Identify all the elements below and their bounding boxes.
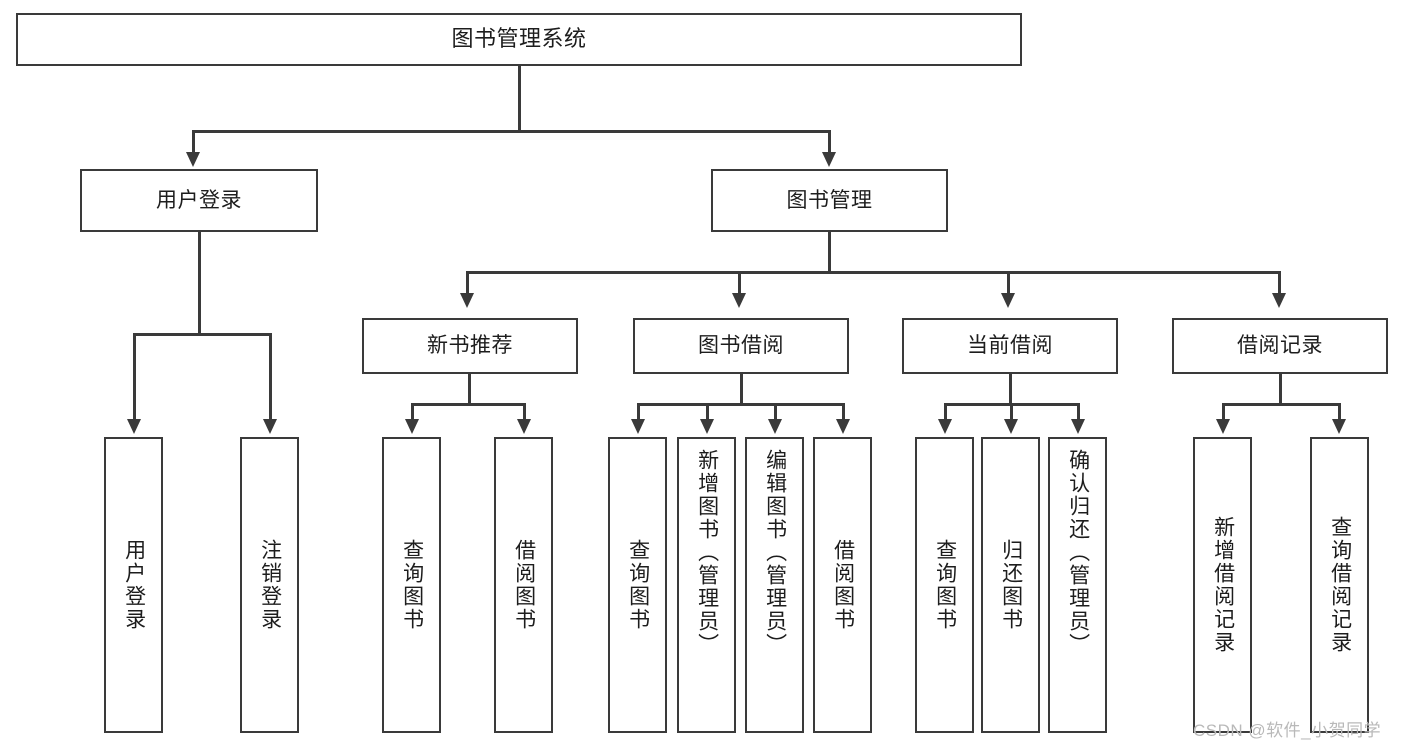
arrowhead-leaf-add-book <box>700 419 714 434</box>
node-leaf-return-book[interactable]: 归还图书 <box>981 437 1040 733</box>
connector-bm-to-book-borrow <box>738 271 741 295</box>
node-current-borrow[interactable]: 当前借阅 <box>902 318 1118 374</box>
node-leaf-edit-book[interactable]: 编辑图书（管理员） <box>745 437 804 733</box>
connector-br-leaf-1 <box>1222 403 1225 421</box>
node-root-system[interactable]: 图书管理系统 <box>16 13 1022 66</box>
node-leaf-borrow-book-1[interactable]: 借阅图书 <box>494 437 553 733</box>
arrowhead-leaf-confirm-return <box>1071 419 1085 434</box>
connector-bm-to-new-book <box>466 271 469 295</box>
arrowhead-user-login <box>186 152 200 167</box>
connector-br-bus <box>1222 403 1340 406</box>
connector-cb-leaf-2 <box>1010 403 1013 421</box>
connector-bb-bus <box>637 403 844 406</box>
node-borrow-record[interactable]: 借阅记录 <box>1172 318 1388 374</box>
connector-nbr-leaf-1 <box>411 403 414 421</box>
connector-user-login-bus <box>133 333 271 336</box>
connector-nbr-bus <box>411 403 525 406</box>
connector-user-login-leaf-2 <box>269 333 272 421</box>
node-user-login[interactable]: 用户登录 <box>80 169 318 232</box>
connector-br-leaf-2 <box>1338 403 1341 421</box>
arrowhead-leaf-edit-book <box>768 419 782 434</box>
node-leaf-user-login[interactable]: 用户登录 <box>104 437 163 733</box>
arrowhead-leaf-query-book-2 <box>631 419 645 434</box>
node-leaf-query-book-3[interactable]: 查询图书 <box>915 437 974 733</box>
connector-book-management-stem <box>828 232 831 273</box>
connector-cb-leaf-1 <box>944 403 947 421</box>
node-new-book-recommend[interactable]: 新书推荐 <box>362 318 578 374</box>
connector-bb-leaf-1 <box>637 403 640 421</box>
arrowhead-leaf-query-book-1 <box>405 419 419 434</box>
arrowhead-borrow-record <box>1272 293 1286 308</box>
connector-bm-to-current-borrow <box>1007 271 1010 295</box>
arrowhead-leaf-query-book-3 <box>938 419 952 434</box>
node-leaf-query-record[interactable]: 查询借阅记录 <box>1310 437 1369 733</box>
connector-nbr-leaf-2 <box>523 403 526 421</box>
connector-root-stem <box>518 66 521 130</box>
arrowhead-leaf-add-record <box>1216 419 1230 434</box>
connector-root-bus <box>192 130 830 133</box>
connector-root-to-user-login <box>192 130 195 154</box>
connector-br-stem <box>1279 374 1282 405</box>
node-leaf-confirm-return[interactable]: 确认归还（管理员） <box>1048 437 1107 733</box>
arrowhead-leaf-borrow-book-1 <box>517 419 531 434</box>
connector-bb-leaf-4 <box>842 403 845 421</box>
connector-cb-leaf-3 <box>1077 403 1080 421</box>
csdn-watermark: CSDN @软件_小贺同学 <box>1193 721 1382 740</box>
connector-nbr-stem <box>468 374 471 405</box>
arrowhead-leaf-user-login <box>127 419 141 434</box>
node-leaf-query-book-2[interactable]: 查询图书 <box>608 437 667 733</box>
connector-root-to-book-management <box>828 130 831 154</box>
connector-cb-stem <box>1009 374 1012 405</box>
connector-user-login-stem <box>198 232 201 335</box>
arrowhead-book-management <box>822 152 836 167</box>
node-leaf-add-record[interactable]: 新增借阅记录 <box>1193 437 1252 733</box>
connector-bm-to-borrow-record <box>1278 271 1281 295</box>
arrowhead-leaf-logout-login <box>263 419 277 434</box>
node-leaf-borrow-book-2[interactable]: 借阅图书 <box>813 437 872 733</box>
node-leaf-add-book[interactable]: 新增图书（管理员） <box>677 437 736 733</box>
connector-bb-leaf-3 <box>774 403 777 421</box>
arrowhead-leaf-return-book <box>1004 419 1018 434</box>
node-book-borrow[interactable]: 图书借阅 <box>633 318 849 374</box>
arrowhead-leaf-borrow-book-2 <box>836 419 850 434</box>
arrowhead-leaf-query-record <box>1332 419 1346 434</box>
arrowhead-new-book-recommend <box>460 293 474 308</box>
arrowhead-book-borrow <box>732 293 746 308</box>
node-leaf-logout-login[interactable]: 注销登录 <box>240 437 299 733</box>
connector-bb-leaf-2 <box>706 403 709 421</box>
connector-user-login-leaf-1 <box>133 333 136 421</box>
node-book-management[interactable]: 图书管理 <box>711 169 948 232</box>
connector-bb-stem <box>740 374 743 405</box>
node-leaf-query-book-1[interactable]: 查询图书 <box>382 437 441 733</box>
arrowhead-current-borrow <box>1001 293 1015 308</box>
connector-book-management-bus <box>466 271 1278 274</box>
